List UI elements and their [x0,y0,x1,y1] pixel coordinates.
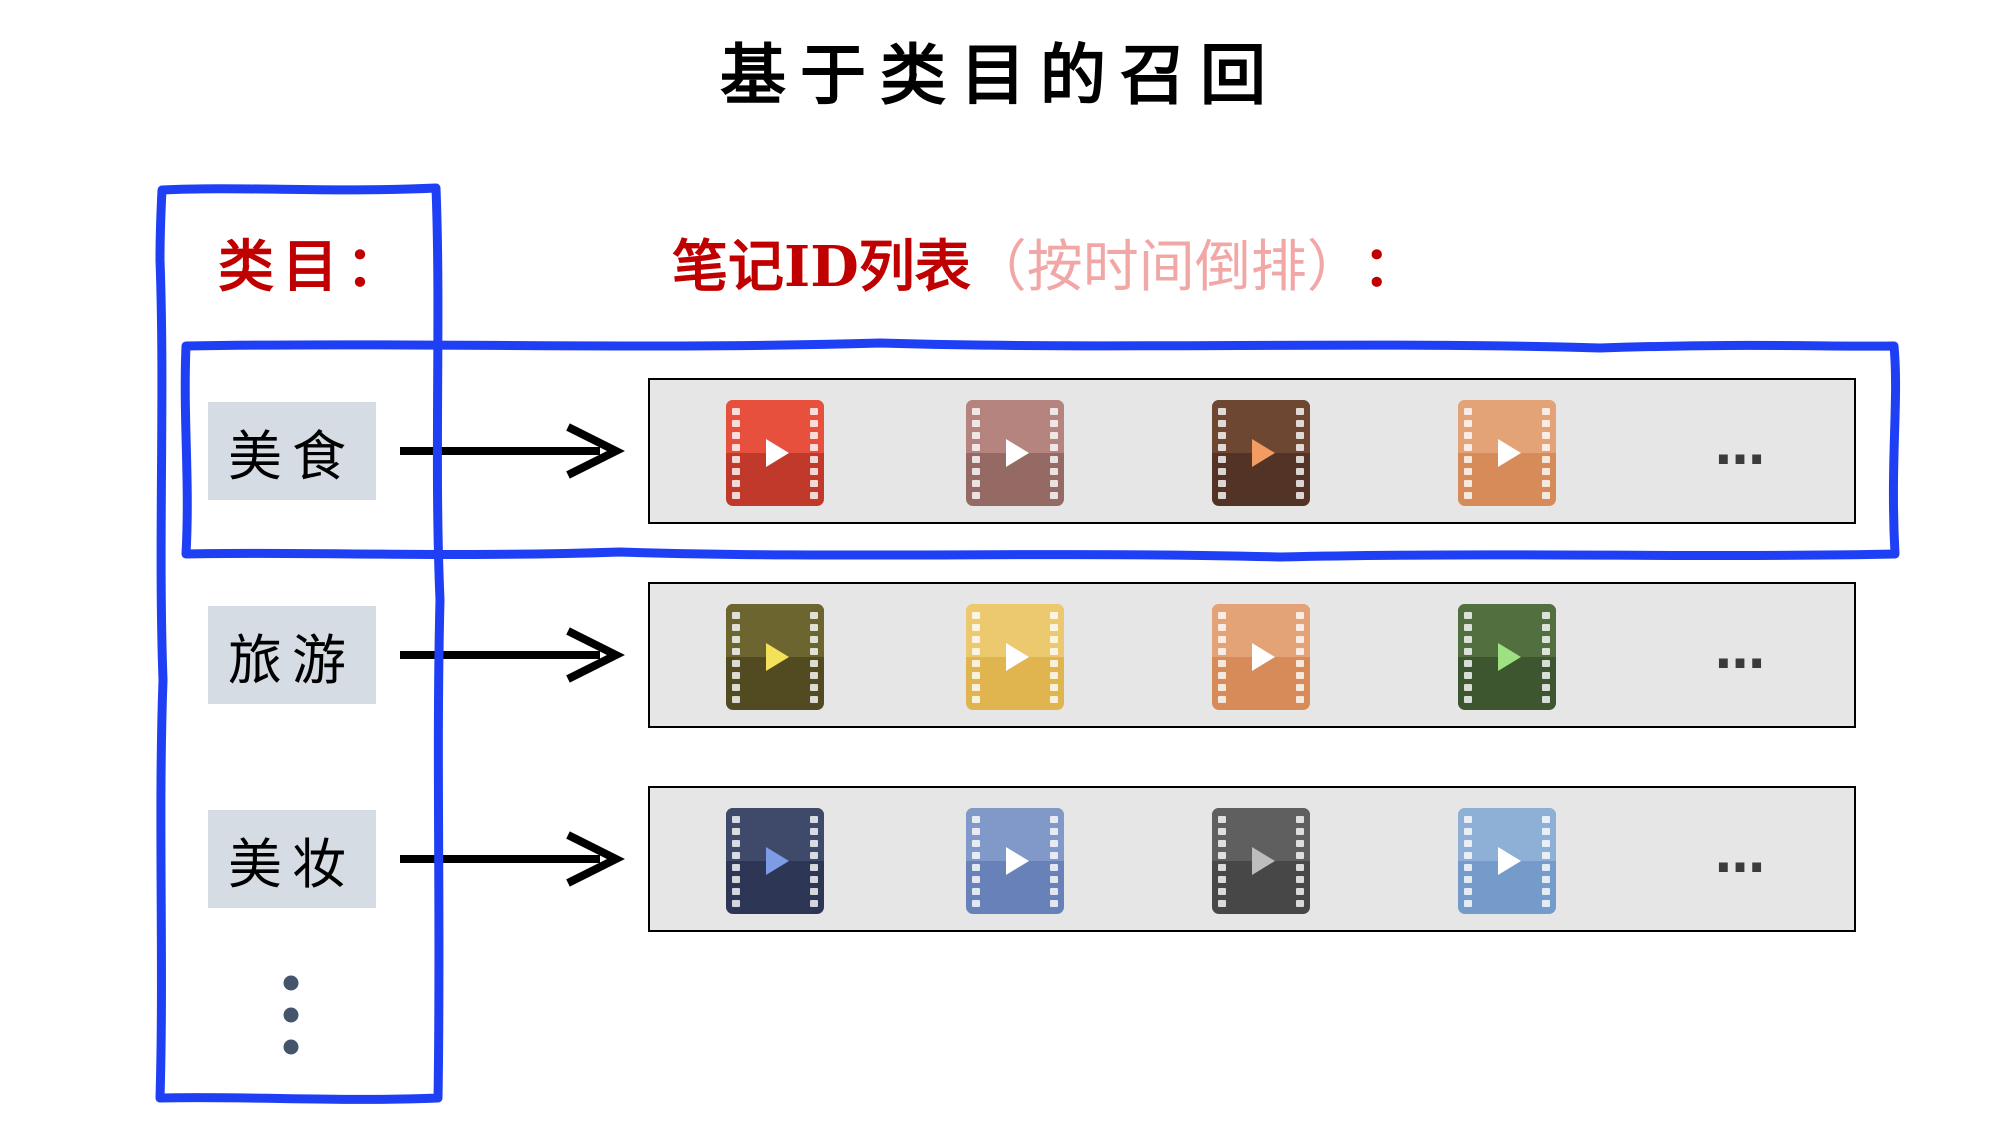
note-list-header-note: （按时间倒排） [970,235,1335,300]
arrow-icon [400,627,625,683]
more-categories-icon [283,975,299,1055]
arrow-icon [400,423,625,479]
diagram-title: 基于类目的召回 [720,36,1280,114]
more-notes-ellipsis: … [1715,826,1767,884]
more-notes-ellipsis: … [1715,418,1767,476]
video-icon [966,400,1064,506]
video-icon [1458,400,1556,506]
video-icon [1458,808,1556,914]
category-box-beauty: 美妆 [208,810,376,908]
video-icon [726,400,824,506]
note-list-strip-travel: … [648,582,1856,728]
more-notes-ellipsis: … [1715,622,1767,680]
video-icon [966,808,1064,914]
note-list-strip-food: … [648,378,1856,524]
note-list-strip-beauty: … [648,786,1856,932]
video-icon [1212,604,1310,710]
video-icon [726,808,824,914]
arrow-icon [400,831,625,887]
video-icon [726,604,824,710]
video-icon [966,604,1064,710]
video-icon [1212,400,1310,506]
note-list-header-main: 笔记ID列表 [672,234,971,300]
video-icon [1458,604,1556,710]
note-list-column-header: 笔记ID列表（按时间倒排） ： [672,222,1419,303]
category-column-header: 类目： [218,234,410,300]
category-box-travel: 旅游 [208,606,376,704]
note-list-header-colon: ： [1362,234,1419,300]
video-icon [1212,808,1310,914]
category-box-food: 美食 [208,402,376,500]
